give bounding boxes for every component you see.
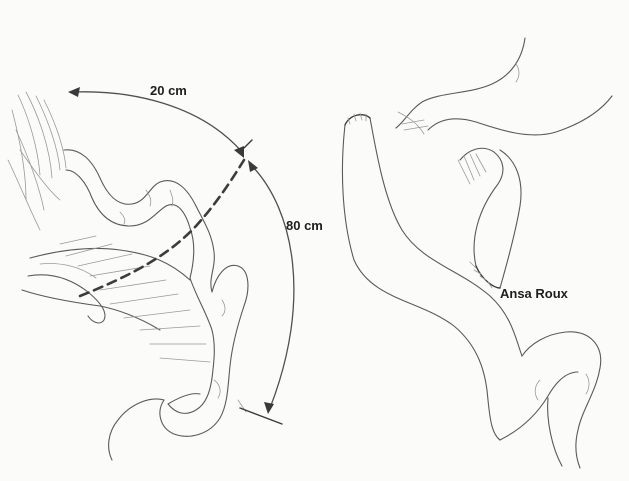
roux-stapled-end xyxy=(476,266,500,288)
distal-jejunum-loop xyxy=(109,265,282,460)
transection-tick xyxy=(244,140,252,148)
label-20cm: 20 cm xyxy=(150,83,187,98)
upper-remnant xyxy=(396,38,612,135)
label-80cm: 80 cm xyxy=(286,218,323,233)
mesentery-fan xyxy=(22,236,210,362)
label-ansa-roux: Ansa Roux xyxy=(500,286,569,301)
right-panel-roux-en-y: Ansa Roux xyxy=(342,38,612,468)
treitz-region-hatching xyxy=(8,92,66,230)
arrow-80cm xyxy=(248,160,294,414)
proximal-jejunum xyxy=(64,150,214,292)
left-panel-jejunum-measurement: 20 cm 80 cm xyxy=(8,83,323,460)
